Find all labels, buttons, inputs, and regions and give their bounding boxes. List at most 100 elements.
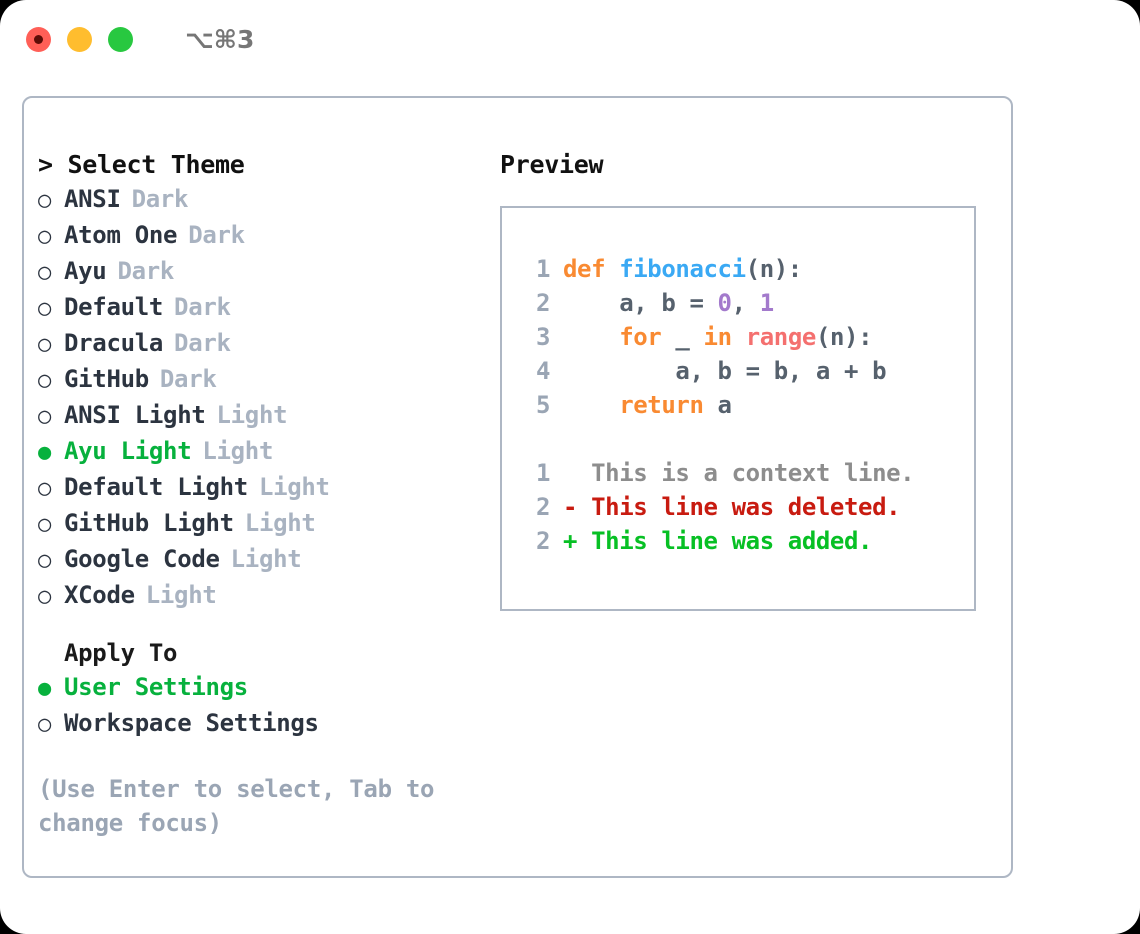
theme-list-item[interactable]: ○ XCode Light xyxy=(38,578,478,614)
code-token: 0 xyxy=(717,289,732,317)
code-line: 4 a, b = b, a + b xyxy=(520,354,974,388)
window-controls xyxy=(26,26,133,52)
theme-list-item[interactable]: ○ Ayu Dark xyxy=(38,254,478,290)
theme-variant-badge: Dark xyxy=(174,293,231,321)
radio-unselected-icon[interactable]: ○ xyxy=(38,584,51,609)
radio-selected-icon[interactable]: ● xyxy=(38,440,51,465)
theme-list-item[interactable]: ○ GitHub Dark xyxy=(38,362,478,398)
theme-variant-badge: Light xyxy=(216,401,288,429)
code-line: 2 a, b = 0, 1 xyxy=(520,286,974,320)
theme-name-label: Dracula xyxy=(64,329,164,357)
code-token: range xyxy=(745,323,817,351)
line-number: 1 xyxy=(535,255,550,283)
diff-line: 2 + This line was added. xyxy=(520,524,974,558)
code-token: _ xyxy=(661,323,704,351)
code-token: def xyxy=(563,255,620,283)
radio-selected-icon[interactable]: ● xyxy=(38,676,51,701)
code-token: , xyxy=(731,289,760,317)
code-text: def fibonacci(n): xyxy=(563,252,802,286)
theme-variant-badge: Dark xyxy=(188,221,245,249)
code-text: a, b = b, a + b xyxy=(563,354,886,388)
radio-unselected-icon[interactable]: ○ xyxy=(38,476,51,501)
radio-unselected-icon[interactable]: ○ xyxy=(38,188,51,213)
theme-variant-badge: Light xyxy=(230,545,302,573)
theme-variant-badge: Light xyxy=(145,581,217,609)
code-token xyxy=(563,391,619,419)
line-number: 5 xyxy=(535,391,550,419)
line-number: 3 xyxy=(535,323,550,351)
diff-line: 1 This is a context line. xyxy=(520,456,974,490)
theme-name-label: Atom One xyxy=(64,221,178,249)
theme-variant-badge: Dark xyxy=(117,257,175,285)
code-token: 1 xyxy=(759,289,774,317)
radio-unselected-icon[interactable]: ○ xyxy=(38,260,51,285)
apply-to-header: Apply To xyxy=(64,639,178,667)
code-token: (n): xyxy=(815,323,873,351)
theme-name-label: Default Light xyxy=(64,473,248,501)
radio-unselected-icon[interactable]: ○ xyxy=(38,712,51,737)
preview-title: Preview xyxy=(500,150,604,179)
diff-text: - This line was deleted. xyxy=(563,493,901,521)
code-token xyxy=(563,323,619,351)
radio-unselected-icon[interactable]: ○ xyxy=(38,368,51,393)
diff-text: + This line was added. xyxy=(563,527,873,555)
theme-variant-badge: Dark xyxy=(159,365,217,393)
line-number: 1 xyxy=(535,459,550,487)
line-number: 2 xyxy=(535,289,550,317)
code-text: for _ in range(n): xyxy=(563,320,872,354)
theme-name-label: GitHub Light xyxy=(64,509,234,537)
radio-unselected-icon[interactable]: ○ xyxy=(38,332,51,357)
title-bar: ⌥⌘3 xyxy=(0,0,1140,78)
theme-name-label: Default xyxy=(64,293,164,321)
code-line: 5 return a xyxy=(520,388,974,422)
theme-name-label: Ayu xyxy=(64,257,107,285)
theme-list-item[interactable]: ○ Atom One Dark xyxy=(38,218,478,254)
theme-list-item[interactable]: ○ Default Light Light xyxy=(38,470,478,506)
code-token: for xyxy=(619,323,662,351)
apply-to-item[interactable]: ○Workspace Settings xyxy=(38,706,478,742)
theme-variant-badge: Dark xyxy=(174,329,231,357)
diff-line: 2- This line was deleted. xyxy=(520,490,974,524)
radio-unselected-icon[interactable]: ○ xyxy=(38,404,51,429)
code-token: fibonacci xyxy=(619,255,746,283)
theme-list-item[interactable]: ○ ANSI Dark xyxy=(38,182,478,218)
theme-name-label: Ayu Light xyxy=(64,437,192,465)
maximize-button[interactable] xyxy=(108,26,133,52)
theme-list-item[interactable]: ○ Default Dark xyxy=(38,290,478,326)
theme-variant-badge: Dark xyxy=(131,185,189,213)
theme-variant-badge: Light xyxy=(258,473,330,501)
radio-unselected-icon[interactable]: ○ xyxy=(38,296,51,321)
apply-to-label: User Settings xyxy=(64,673,248,701)
select-theme-header: > Select Theme xyxy=(38,150,245,179)
apply-to-item[interactable]: ● User Settings xyxy=(38,670,478,706)
theme-list-item[interactable]: ○ Dracula Dark xyxy=(38,326,478,362)
code-token: a xyxy=(703,391,732,419)
line-number: 2 xyxy=(535,527,550,555)
radio-unselected-icon[interactable]: ○ xyxy=(38,512,51,537)
code-token: a, b = xyxy=(563,289,718,317)
theme-name-label: Google Code xyxy=(64,545,220,573)
theme-list-item[interactable]: ○ GitHub Light Light xyxy=(38,506,478,542)
keyboard-shortcut-label: ⌥⌘3 xyxy=(185,24,255,54)
apply-to-list[interactable]: ● User Settings ○Workspace Settings xyxy=(38,670,478,742)
preview-diff: 1 This is a context line.2- This line wa… xyxy=(520,456,974,558)
code-line: 3 for _ in range(n): xyxy=(520,320,974,354)
theme-name-label: XCode xyxy=(64,581,135,609)
radio-unselected-icon[interactable]: ○ xyxy=(38,548,51,573)
theme-name-label: ANSI xyxy=(64,185,121,213)
theme-variant-badge: Light xyxy=(244,509,316,537)
theme-list-item[interactable]: ○ Google Code Light xyxy=(38,542,478,578)
radio-unselected-icon[interactable]: ○ xyxy=(38,224,51,249)
keyboard-hint-text: (Use Enter to select, Tab to change focu… xyxy=(38,775,435,837)
close-button[interactable] xyxy=(26,26,51,52)
minimize-button[interactable] xyxy=(67,26,92,52)
theme-name-label: GitHub xyxy=(64,365,149,393)
code-text: return a xyxy=(563,388,732,422)
